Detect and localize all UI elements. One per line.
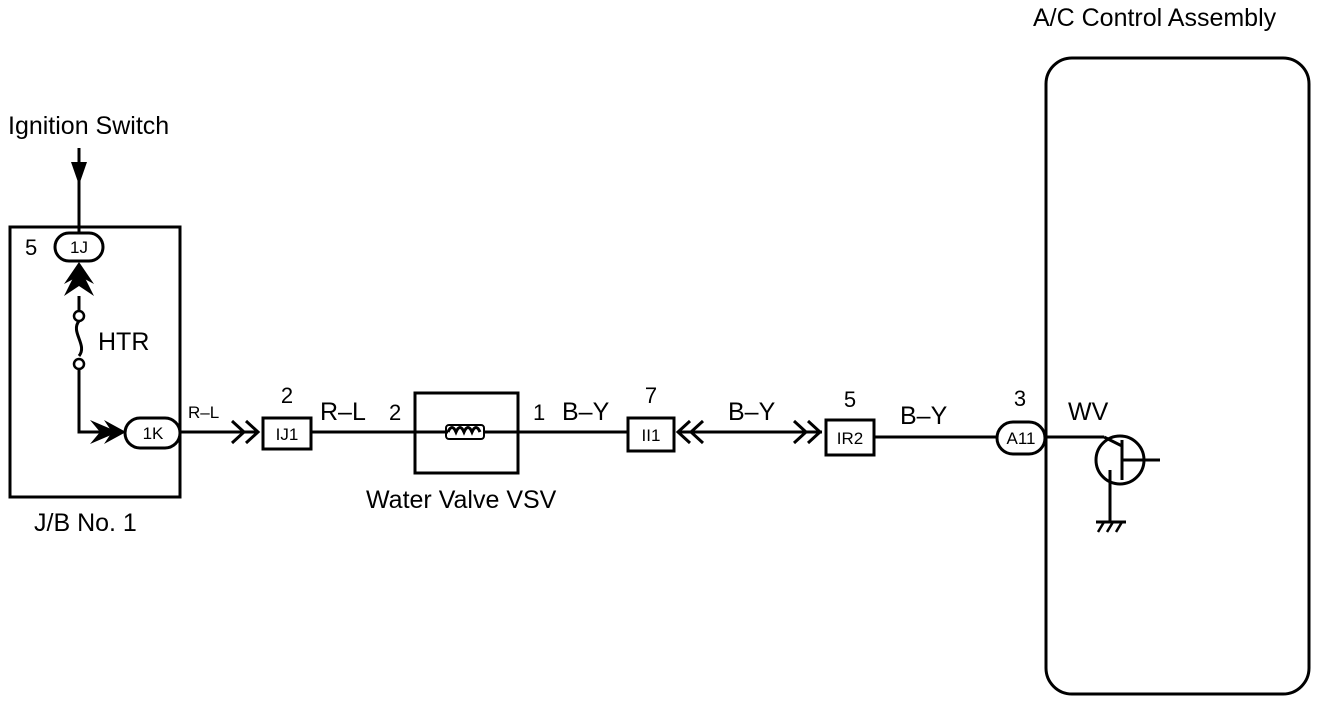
connector-ii1 <box>626 416 676 453</box>
connector-ij1-label: IJ1 <box>276 425 299 444</box>
connector-ir2-label: IR2 <box>837 429 863 448</box>
pin-1j-number: 5 <box>25 235 37 260</box>
ground-hatch-1 <box>1096 521 1106 533</box>
pin-vsv-in-number: 2 <box>389 400 401 425</box>
connector-1k-label: 1K <box>143 424 164 443</box>
fuse-top-terminal-icon <box>72 309 86 323</box>
pin-ir2-number: 5 <box>844 387 856 412</box>
ac-control-assembly-label: A/C Control Assembly <box>1033 4 1277 32</box>
wv-label: WV <box>1068 398 1109 426</box>
ir2-chevron-icon <box>792 419 809 445</box>
fuse-htr-icon <box>74 320 84 357</box>
connector-1k-chevron-icon-2 <box>104 420 126 444</box>
connector-1j-chevron-icon <box>64 266 94 296</box>
pin-vsv-out-number: 1 <box>533 400 545 425</box>
ij1-chevron-icon-2 <box>244 419 261 445</box>
ground-hatch-3 <box>1114 521 1124 533</box>
water-valve-label: Water Valve VSV <box>366 486 557 514</box>
ac-control-assembly-box <box>1044 56 1311 696</box>
pin-ii1-number: 7 <box>645 383 657 408</box>
pin-a11-number: 3 <box>1014 386 1026 411</box>
connector-1j <box>53 231 105 263</box>
ij1-chevron-icon <box>230 419 247 445</box>
connector-1j-label: 1J <box>70 238 88 257</box>
connector-a11-label: A11 <box>1007 429 1036 448</box>
vsv-coil-icon <box>446 426 482 436</box>
junction-block-label: J/B No. 1 <box>34 509 137 537</box>
wire-vsv-ii1-color: B–Y <box>562 398 610 426</box>
fuse-to-1k-wire <box>77 369 100 434</box>
wire-ir2-a11-color: B–Y <box>900 402 948 430</box>
ignition-switch-label: Ignition Switch <box>8 112 169 140</box>
ignition-arrow-icon <box>71 162 87 185</box>
connector-ii1-label: II1 <box>642 426 661 445</box>
wire-ii1-ir2-color: B–Y <box>728 398 776 426</box>
connector-1k-chevron-icon <box>90 420 118 444</box>
ground-hatch-2 <box>1105 521 1115 533</box>
fuse-bottom-terminal-icon <box>72 357 86 371</box>
fuse-label: HTR <box>98 328 149 356</box>
connector-1j-chevron-icon-2 <box>64 262 94 284</box>
wire-1k-ij1-color: R–L <box>188 403 219 422</box>
pin-ij1-number: 2 <box>281 383 293 408</box>
wv-transistor-collector <box>1103 435 1123 448</box>
ir2-chevron-icon-2 <box>806 419 823 445</box>
junction-block-box <box>8 225 182 499</box>
wire-ij1-vsv-color: R–L <box>320 398 366 426</box>
